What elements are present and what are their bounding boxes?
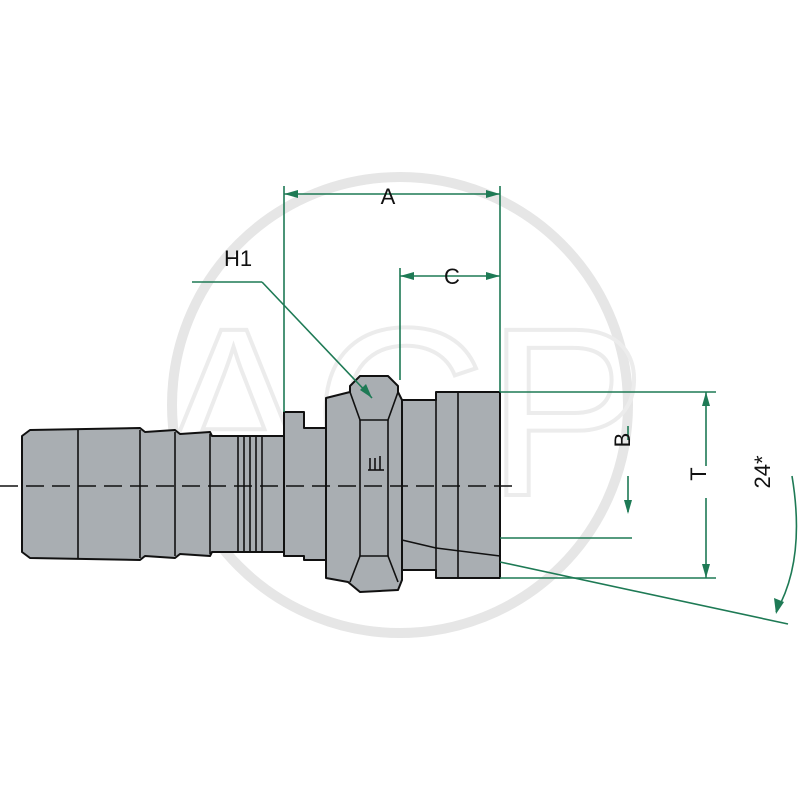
label-t: T [686,467,711,480]
leader-h1: H1 [192,246,373,399]
label-a: A [381,184,396,209]
label-h1: H1 [224,246,252,271]
dimension-t: T [500,391,718,579]
hose-tail [21,427,301,561]
dimension-angle: 24* [499,455,798,625]
label-angle: 24* [750,455,775,488]
label-c: C [444,264,460,289]
dimension-b: B [500,426,635,539]
dimension-c: C [399,264,500,380]
dimension-a: A [283,184,501,412]
hose-fitting [0,375,520,593]
hex-nut [325,375,403,593]
tail-grooves [237,436,263,552]
label-b: B [610,433,635,448]
manufacturer-mark [368,456,384,471]
